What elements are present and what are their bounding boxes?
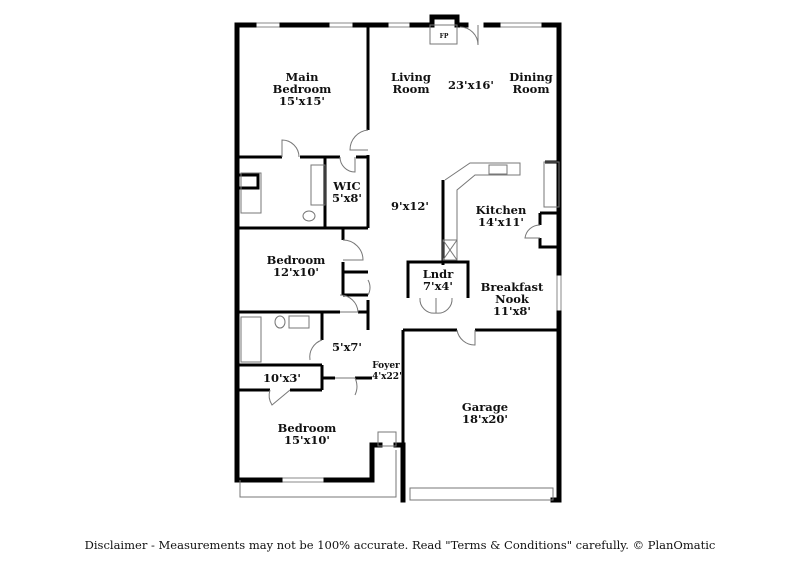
main-bedroom-label-2: Bedroom [273, 82, 332, 96]
main-bedroom-label: Main [286, 70, 320, 84]
foyer-label: Foyer [372, 361, 400, 371]
wic-label: WIC [332, 179, 360, 193]
bedroom2-size: 12'x10' [273, 265, 319, 279]
wic-size: 5'x8' [332, 191, 362, 205]
breakfast-nook-size: 11'x8' [493, 304, 531, 318]
laundry-size: 7'x4' [423, 279, 453, 293]
fireplace-label: FP [440, 33, 449, 40]
breakfast-nook-label: Breakfast [481, 280, 544, 294]
bedroom2-label: Bedroom [267, 253, 326, 267]
doors [268, 25, 541, 406]
garage-size: 18'x20' [462, 412, 508, 426]
dining-room-label: Dining [509, 70, 552, 84]
bath2-size: 5'x7' [332, 340, 362, 354]
fixtures [239, 24, 560, 501]
bedroom3-label: Bedroom [278, 421, 337, 435]
kitchen-label: Kitchen [476, 203, 527, 217]
hall-size: 9'x12' [391, 199, 429, 213]
interior-walls [237, 25, 559, 500]
foyer-size: 4'x22' [372, 372, 402, 382]
breakfast-nook-label-2: Nook [495, 292, 530, 306]
garage-label: Garage [462, 400, 508, 414]
kitchen-size: 14'x11' [478, 215, 524, 229]
living-room-label-2: Room [392, 82, 429, 96]
dining-room-label-2: Room [512, 82, 549, 96]
closet-size: 10'x3' [263, 371, 301, 385]
disclaimer: Disclaimer - Measurements may not be 100… [84, 538, 716, 552]
living-dining-size: 23'x16' [448, 78, 494, 92]
main-bedroom-size: 15'x15' [279, 94, 325, 108]
living-room-label: Living [391, 70, 431, 84]
bedroom3-size: 15'x10' [284, 433, 330, 447]
laundry-label: Lndr [423, 267, 454, 281]
